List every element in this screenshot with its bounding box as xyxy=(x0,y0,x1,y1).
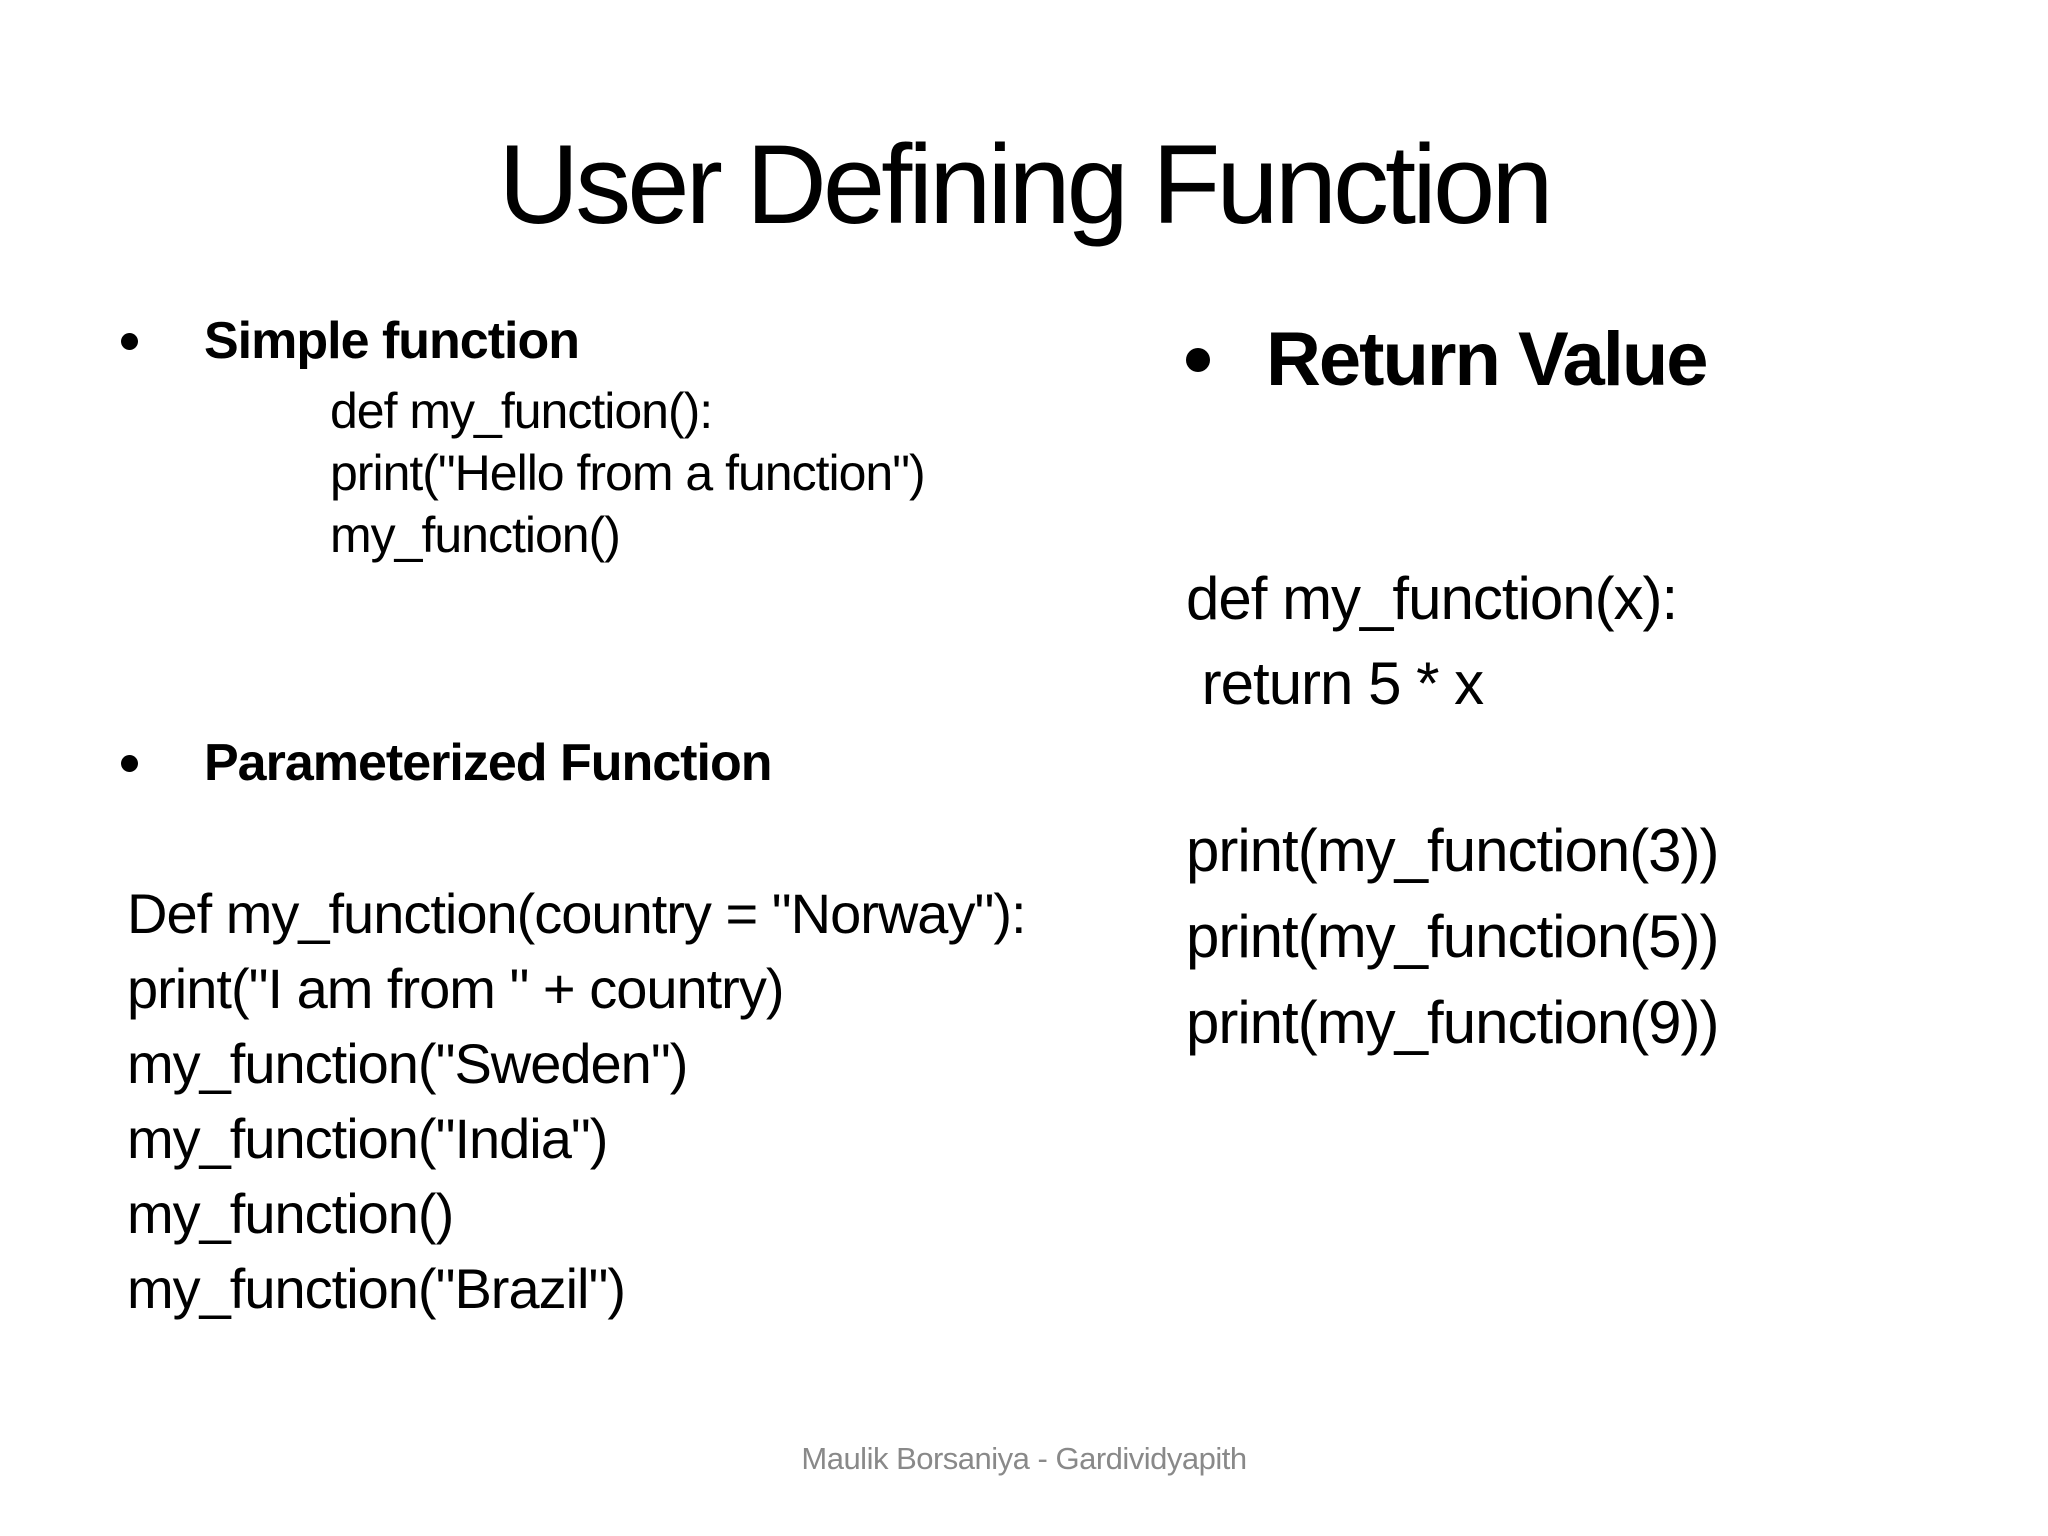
code-block-return-definition: def my_function(x): return 5 * x xyxy=(1186,556,1678,726)
page-title: User Defining Function xyxy=(498,122,1553,247)
bullet-icon xyxy=(1186,347,1210,372)
return-value-heading: Return Value xyxy=(1266,317,1709,402)
code-line: my_function() xyxy=(127,1182,454,1245)
code-line: my_function() xyxy=(330,507,621,563)
code-line: print(my_function(3)) xyxy=(1186,817,1720,884)
section-parameterized-heading: Parameterized Function xyxy=(121,732,772,794)
bullet-icon xyxy=(121,754,138,772)
code-line: my_function("Sweden") xyxy=(127,1032,688,1095)
code-line: print("Hello from a function") xyxy=(330,445,926,501)
section-return-value-heading: Return Value xyxy=(1186,314,1709,405)
section-simple-heading: Simple function xyxy=(121,310,580,372)
code-line: print(my_function(5)) xyxy=(1186,903,1720,970)
code-line: def my_function(x): xyxy=(1186,565,1678,632)
footer-credit: Maulik Borsaniya - Gardividyapith xyxy=(801,1441,1247,1476)
code-line: def my_function(): xyxy=(330,383,713,439)
bullet-icon xyxy=(121,332,138,350)
code-line: my_function("India") xyxy=(127,1107,608,1170)
code-line: print(my_function(9)) xyxy=(1186,989,1720,1056)
code-line: Def my_function(country = "Norway"): xyxy=(127,882,1027,945)
code-line: return 5 * x xyxy=(1186,650,1484,717)
code-block-parameterized: Def my_function(country = "Norway"): pri… xyxy=(127,876,1027,1326)
code-line: print("I am from " + country) xyxy=(127,957,784,1020)
code-block-return-calls: print(my_function(3)) print(my_function(… xyxy=(1186,808,1720,1066)
code-block-simple: def my_function(): print("Hello from a f… xyxy=(330,380,926,566)
code-line: my_function("Brazil") xyxy=(127,1257,626,1320)
simple-function-heading: Simple function xyxy=(204,312,580,370)
parameterized-function-heading: Parameterized Function xyxy=(204,734,772,792)
